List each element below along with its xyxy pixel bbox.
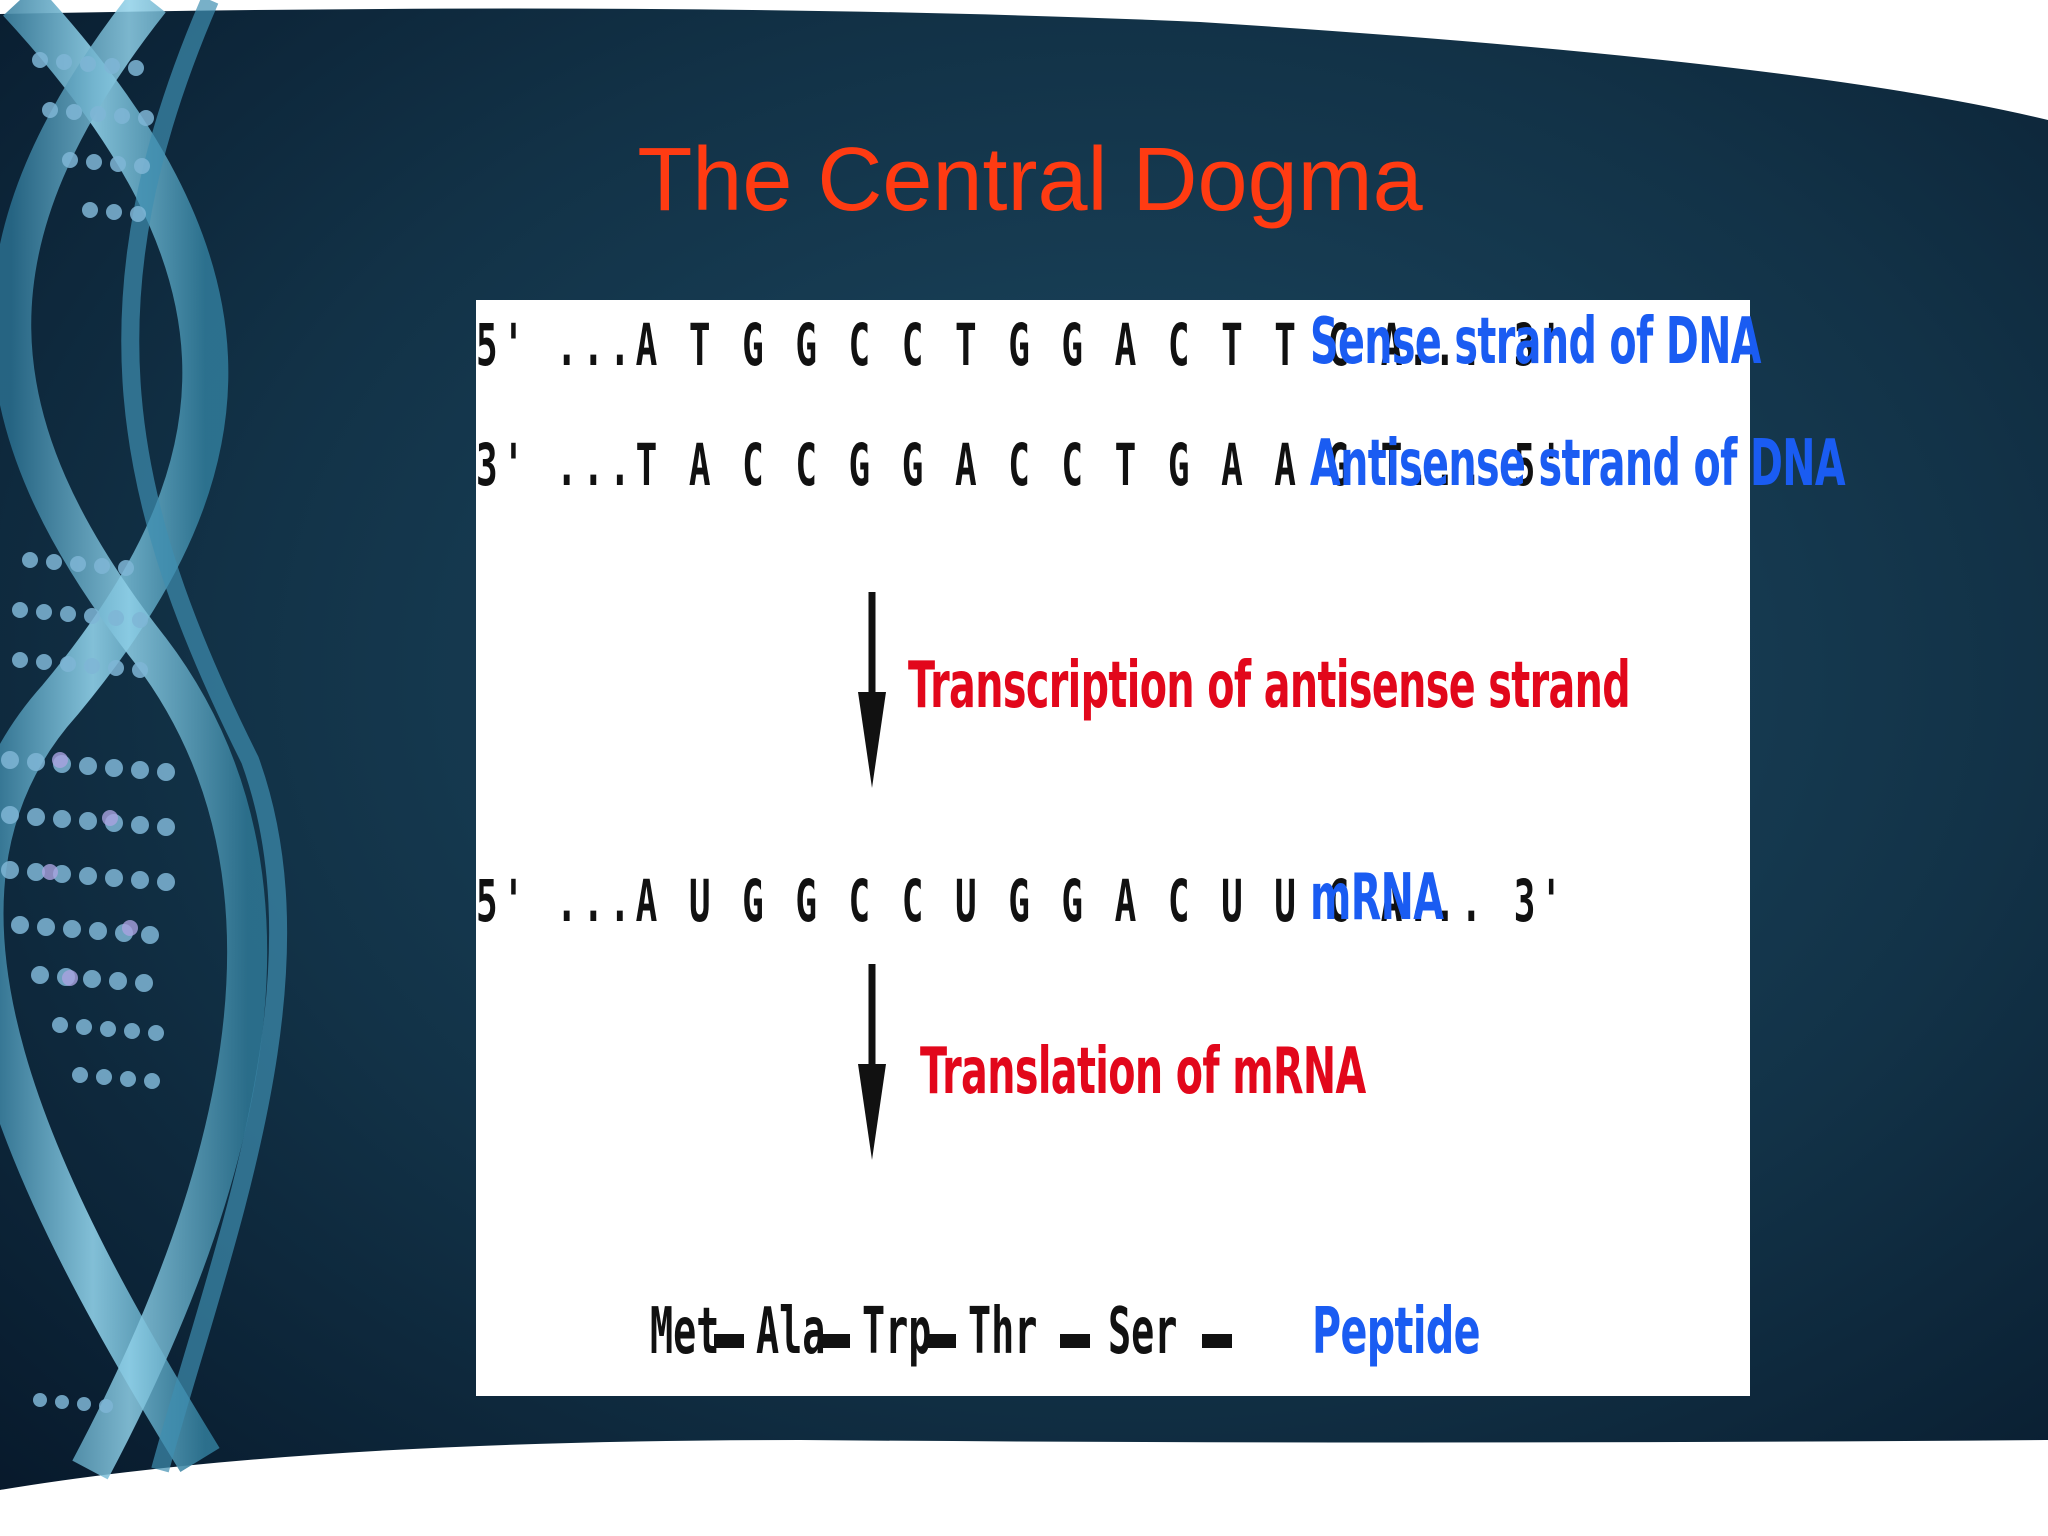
peptide-bond	[820, 1334, 850, 1348]
mrna-label: mRNA	[1310, 861, 1444, 935]
transcription-arrow	[858, 592, 886, 788]
peptide-bond	[1202, 1334, 1232, 1348]
peptide-label: Peptide	[1312, 1295, 1481, 1369]
amino-acid-thr: Thr	[968, 1295, 1038, 1369]
amino-acid-ala: Ala	[756, 1295, 826, 1369]
antisense-strand-label: Antisense strand of DNA	[1310, 427, 1846, 501]
sense-strand-label: Sense strand of DNA	[1310, 305, 1762, 379]
central-dogma-diagram: 5' ...A T G G C C T G G A C T T C A... 3…	[476, 300, 1846, 1396]
peptide-bond	[714, 1334, 744, 1348]
sense-strand-sequence: 5' ...A T G G C C T G G A C T T C A... 3…	[476, 311, 1568, 379]
peptide-bond	[926, 1334, 956, 1348]
amino-acid-met: Met	[650, 1295, 720, 1369]
transcription-label: Transcription of antisense strand	[908, 649, 1631, 723]
mrna-sequence: 5' ...A U G G C C U G G A C U U C A... 3…	[476, 867, 1568, 935]
peptide-bond	[1060, 1334, 1090, 1348]
amino-acid-ser: Ser	[1108, 1295, 1178, 1369]
translation-label: Translation of mRNA	[920, 1035, 1366, 1109]
translation-arrow	[858, 964, 886, 1160]
slide-title: The Central Dogma	[637, 130, 1423, 230]
amino-acid-trp: Trp	[862, 1295, 932, 1369]
antisense-strand-sequence: 3' ...T A C C G G A C C T G A A G T... 5…	[476, 431, 1568, 499]
